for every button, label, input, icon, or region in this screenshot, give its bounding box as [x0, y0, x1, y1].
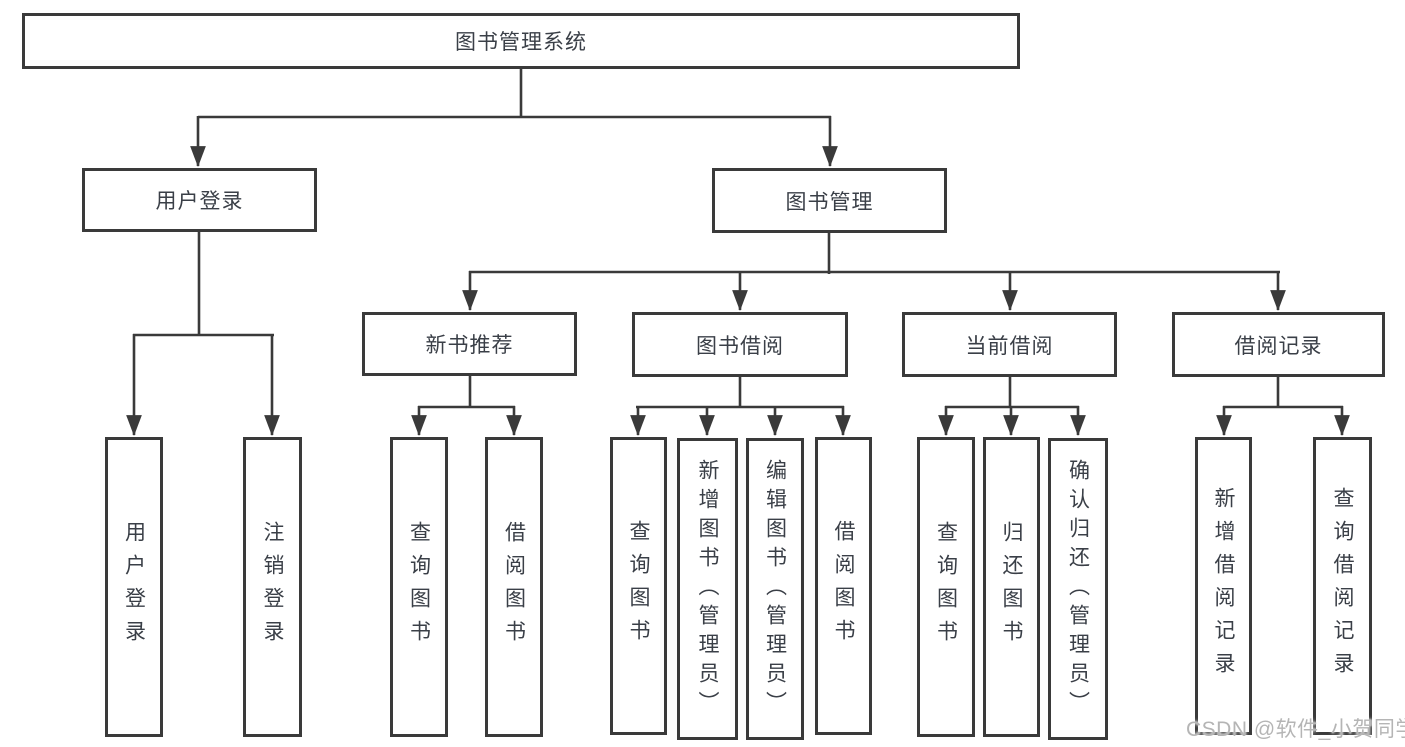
leaf-query-borrow-record: 查询借阅记录: [1313, 437, 1372, 735]
node-current-borrow: 当前借阅: [902, 312, 1117, 377]
node-borrow-records: 借阅记录: [1172, 312, 1385, 377]
leaf-borrow-book: 借阅图书: [815, 437, 872, 735]
leaf-user-login: 用户登录: [105, 437, 163, 737]
leaf-return-book: 归还图书: [983, 437, 1040, 737]
csdn-watermark: CSDN @软件_小贺同学: [1186, 718, 1405, 741]
node-borrow-records-label: 借阅记录: [1234, 334, 1323, 358]
leaf-borrow-query-book: 查询图书: [610, 437, 667, 735]
leaf-edit-book-admin: 编辑图书（管理员）: [746, 438, 804, 740]
node-book-borrow-label: 图书借阅: [696, 334, 784, 358]
node-book-management: 图书管理: [712, 168, 947, 233]
node-new-book-recommend: 新书推荐: [362, 312, 577, 376]
leaf-logout: 注销登录: [243, 437, 302, 737]
leaf-current-query-book: 查询图书: [917, 437, 975, 737]
node-current-borrow-label: 当前借阅: [965, 334, 1054, 358]
node-user-login: 用户登录: [82, 168, 317, 232]
leaf-add-borrow-record: 新增借阅记录: [1195, 437, 1252, 735]
node-root-label: 图书管理系统: [455, 31, 587, 54]
leaf-add-book-admin: 新增图书（管理员）: [677, 438, 738, 740]
leaf-confirm-return-admin: 确认归还（管理员）: [1048, 438, 1108, 740]
node-book-management-label: 图书管理: [785, 190, 874, 214]
node-new-book-recommend-label: 新书推荐: [425, 334, 514, 357]
node-user-login-label: 用户登录: [155, 190, 244, 213]
node-book-borrow: 图书借阅: [632, 312, 848, 377]
leaf-recommend-borrow-book: 借阅图书: [485, 437, 543, 737]
node-root: 图书管理系统: [22, 13, 1020, 69]
leaf-recommend-query-book: 查询图书: [390, 437, 448, 737]
